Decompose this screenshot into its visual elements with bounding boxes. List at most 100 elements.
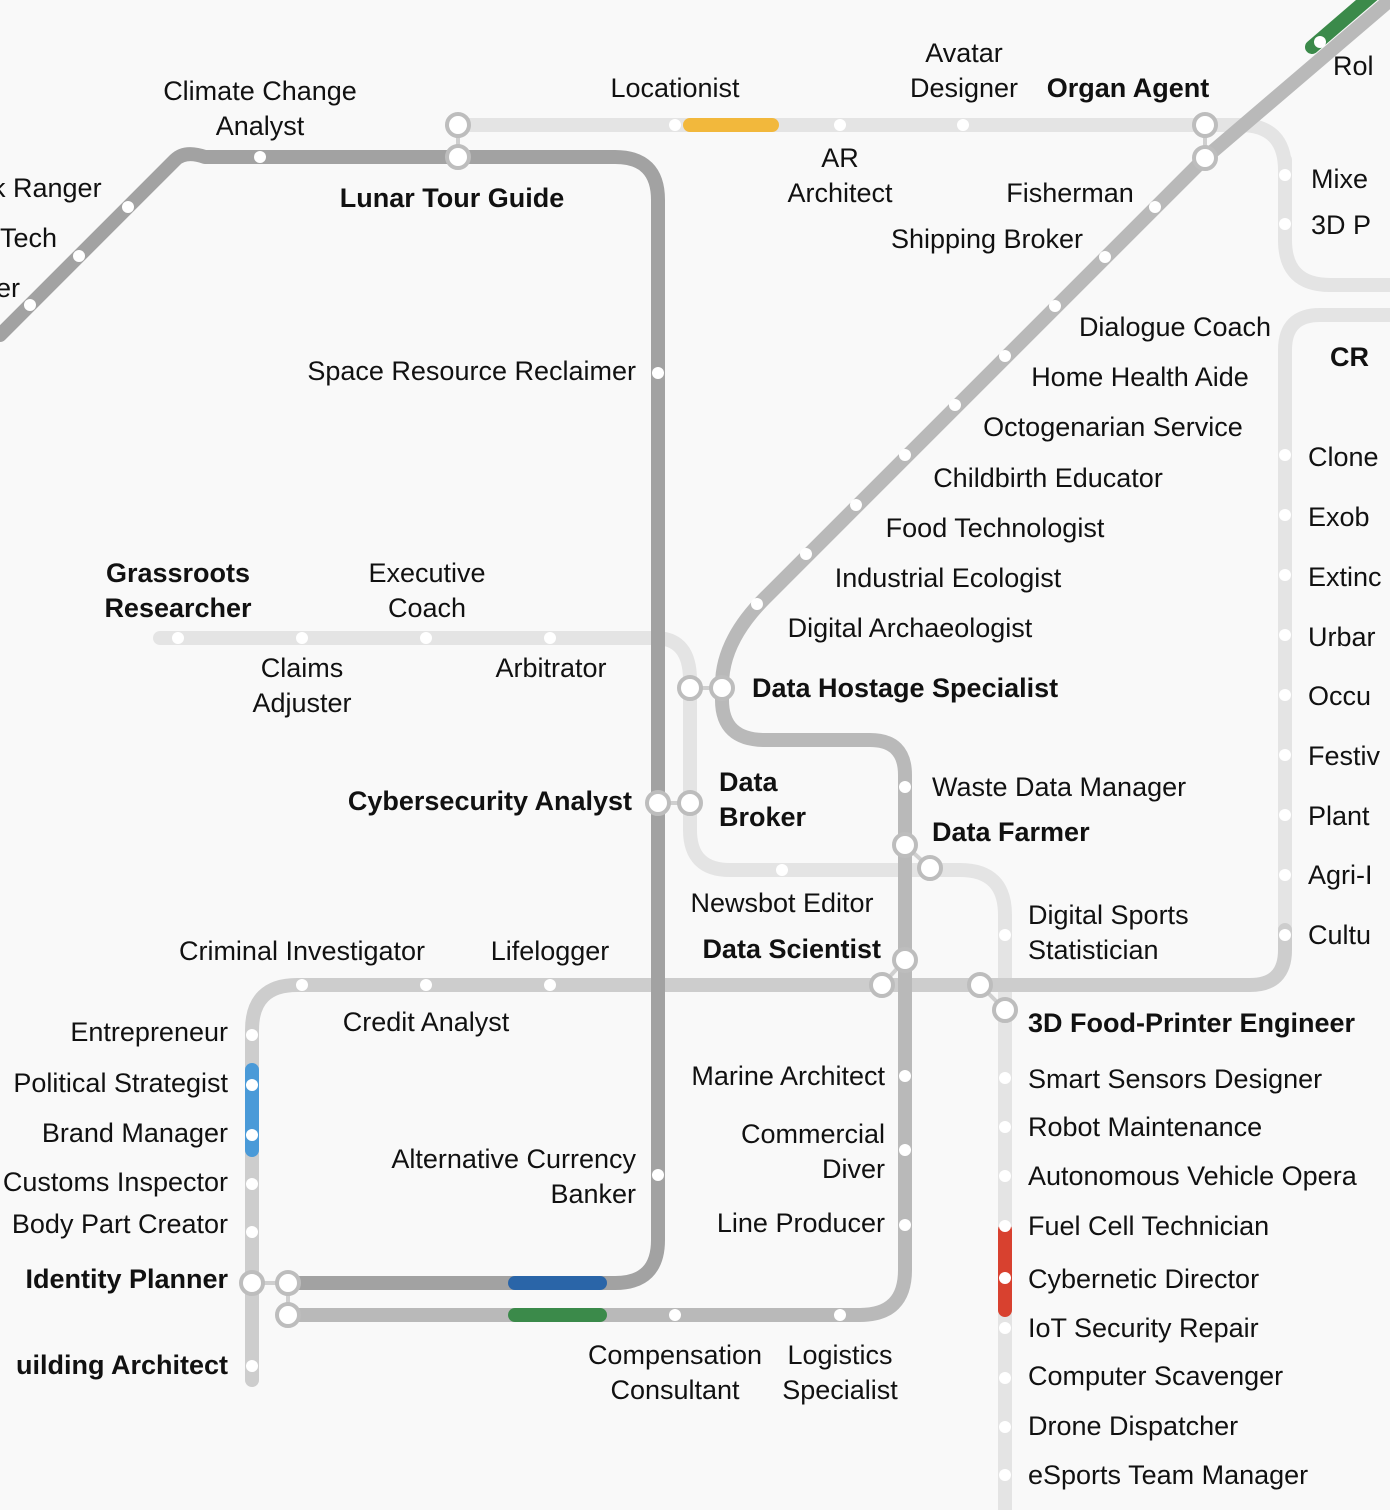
station-label-marine-architect: Marine Architect — [691, 1061, 885, 1091]
station-stop — [73, 250, 85, 262]
station-stop — [246, 1178, 258, 1190]
station-label-robot-maintenance: Robot Maintenance — [1028, 1112, 1262, 1142]
station-label-dialogue-coach: Dialogue Coach — [1079, 312, 1271, 342]
station-label-industrial-ecologist: Industrial Ecologist — [835, 563, 1062, 593]
station-label-customs-inspector: Customs Inspector — [3, 1167, 228, 1197]
station-stop — [1279, 929, 1291, 941]
interchange-station — [677, 790, 703, 816]
interchange-station — [917, 855, 943, 881]
station-stop — [1279, 809, 1291, 821]
station-label-fuel-cell-technician: Fuel Cell Technician — [1028, 1211, 1269, 1241]
station-label-agri: Agri-I — [1308, 860, 1373, 890]
station-stop — [246, 1360, 258, 1372]
station-label-cybersecurity-analyst: Cybersecurity Analyst — [348, 786, 632, 816]
route-medium-gray-5 — [281, 0, 1390, 1322]
station-label-fisherman: Fisherman — [1006, 178, 1134, 208]
route-dark-gray-6 — [0, 147, 665, 1290]
station-stop — [1279, 218, 1291, 230]
station-stop — [1279, 749, 1291, 761]
station-stop — [800, 548, 812, 560]
station-stop — [999, 1170, 1011, 1182]
station-stop — [999, 1421, 1011, 1433]
station-label-three-d-food-printer-engineer: 3D Food-Printer Engineer — [1028, 1008, 1356, 1038]
station-label-exob: Exob — [1308, 502, 1370, 532]
station-label-cultu: Cultu — [1308, 920, 1371, 950]
station-label-three-d-p: 3D P — [1311, 210, 1371, 240]
route-pale-gray-1 — [1278, 153, 1390, 292]
route-green-7 — [1305, 0, 1378, 54]
station-label-autonomous-vehicle-operator: Autonomous Vehicle Opera — [1028, 1161, 1358, 1191]
station-stop — [957, 119, 969, 131]
interchange-station — [892, 832, 918, 858]
station-label-entrepreneur: Entrepreneur — [70, 1017, 228, 1047]
station-label-data-hostage-specialist: Data Hostage Specialist — [752, 673, 1058, 703]
station-label-brand-manager: Brand Manager — [42, 1118, 228, 1148]
station-stop — [296, 632, 308, 644]
station-stop — [246, 1226, 258, 1238]
station-stop — [999, 929, 1011, 941]
station-label-plant: Plant — [1308, 801, 1370, 831]
station-label-esports-team-manager: eSports Team Manager — [1028, 1460, 1308, 1490]
station-stop — [999, 1121, 1011, 1133]
interchange-station — [992, 997, 1018, 1023]
station-stop — [669, 1309, 681, 1321]
station-stop — [776, 864, 788, 876]
station-stop — [254, 151, 266, 163]
station-stop — [544, 632, 556, 644]
station-label-body-part-creator: Body Part Creator — [12, 1209, 228, 1239]
station-stop — [652, 1169, 664, 1181]
station-label-home-health-aide: Home Health Aide — [1031, 362, 1249, 392]
station-label-cybernetic-director: Cybernetic Director — [1028, 1264, 1259, 1294]
station-label-extin: Extinc — [1308, 562, 1382, 592]
station-stop — [999, 350, 1011, 362]
station-stop — [1279, 869, 1291, 881]
station-stop — [1099, 251, 1111, 263]
station-label-clone: Clone — [1308, 442, 1379, 472]
station-stop — [669, 119, 681, 131]
station-stop — [246, 1029, 258, 1041]
interchange-station — [645, 790, 671, 816]
station-label-locationist: Locationist — [610, 73, 740, 103]
station-stop — [899, 1219, 911, 1231]
station-stop — [122, 201, 134, 213]
station-stop — [899, 1144, 911, 1156]
station-label-building-architect: uilding Architect — [16, 1350, 228, 1380]
station-label-mixe: Mixe — [1311, 164, 1368, 194]
station-stop — [246, 1079, 258, 1091]
station-label-tech: Tech — [0, 223, 57, 253]
station-label-drone-dispatcher: Drone Dispatcher — [1028, 1411, 1238, 1441]
station-stop — [1149, 201, 1161, 213]
station-label-childbirth-educator: Childbirth Educator — [933, 463, 1163, 493]
station-stop — [420, 632, 432, 644]
station-stop — [899, 449, 911, 461]
station-stop — [652, 367, 664, 379]
station-label-computer-scavenger: Computer Scavenger — [1028, 1361, 1283, 1391]
station-label-octogenarian-service: Octogenarian Service — [983, 412, 1243, 442]
station-label-iot-security-repair: IoT Security Repair — [1028, 1313, 1259, 1343]
station-stop — [1279, 509, 1291, 521]
station-label-data-scientist: Data Scientist — [702, 934, 881, 964]
interchange-station — [1192, 112, 1218, 138]
interchange-station — [892, 947, 918, 973]
station-label-newsbot-editor: Newsbot Editor — [690, 888, 873, 918]
route-pale-gray-3 — [153, 631, 1012, 1510]
station-stop — [949, 399, 961, 411]
station-label-lifelogger: Lifelogger — [491, 936, 610, 966]
interchange-station — [275, 1270, 301, 1296]
station-stop — [24, 299, 36, 311]
station-stop — [1279, 569, 1291, 581]
station-stop — [899, 1070, 911, 1082]
station-stop — [296, 979, 308, 991]
station-stop — [834, 119, 846, 131]
interchange-station — [677, 675, 703, 701]
station-stop — [850, 499, 862, 511]
station-stop — [1279, 449, 1291, 461]
station-stop — [834, 1309, 846, 1321]
